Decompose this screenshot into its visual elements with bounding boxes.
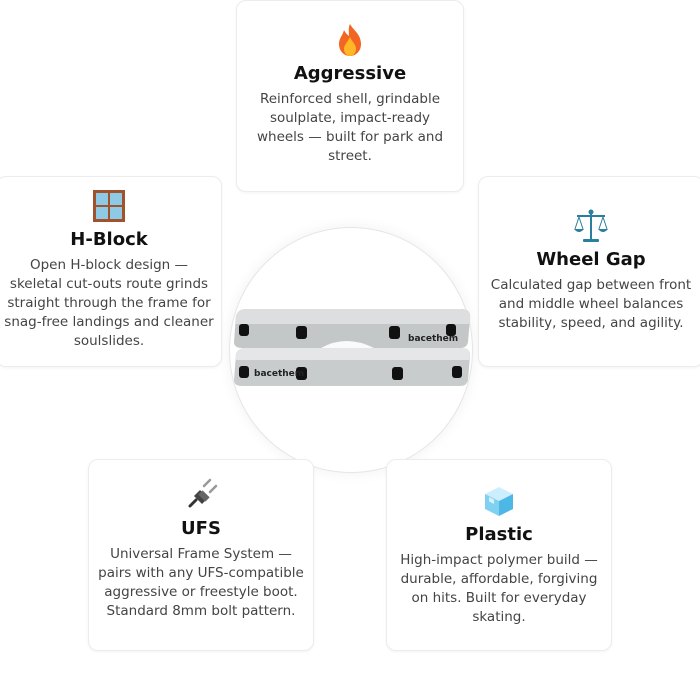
balance-scale-icon xyxy=(574,209,608,242)
frames-illustration: bacethem bacethem xyxy=(234,309,471,386)
brand-label-back: bacethem xyxy=(408,334,458,344)
card-title: Plastic xyxy=(465,524,533,545)
card-aggressive: Aggressive Reinforced shell, grindable s… xyxy=(236,0,464,192)
card-description: Universal Frame System — pairs with any … xyxy=(98,546,304,619)
brand-label-front: bacethem xyxy=(254,369,304,379)
window-icon xyxy=(93,190,125,222)
plug-icon xyxy=(188,478,218,508)
card-description: Reinforced shell, grindable soulplate, i… xyxy=(256,91,444,164)
card-ufs: UFS Universal Frame System — pairs with … xyxy=(88,459,314,651)
card-title: Aggressive xyxy=(293,63,407,84)
card-hblock: H-Block Open H-block design — skeletal c… xyxy=(0,176,222,367)
card-title: H-Block xyxy=(70,229,148,250)
card-title: UFS xyxy=(181,518,221,539)
card-plastic: Plastic High-impact polymer build — dura… xyxy=(386,459,612,651)
fire-icon xyxy=(339,24,361,56)
card-description: High-impact polymer build — durable, aff… xyxy=(400,552,598,625)
card-wheel-gap: Wheel Gap Calculated gap between front a… xyxy=(478,176,700,367)
product-image: bacethem bacethem xyxy=(226,304,476,394)
card-description: Calculated gap between front and middle … xyxy=(490,277,692,331)
ice-cube-icon xyxy=(485,487,513,516)
card-title: Wheel Gap xyxy=(536,249,646,270)
card-description: Open H-block design — skeletal cut-outs … xyxy=(4,257,214,349)
